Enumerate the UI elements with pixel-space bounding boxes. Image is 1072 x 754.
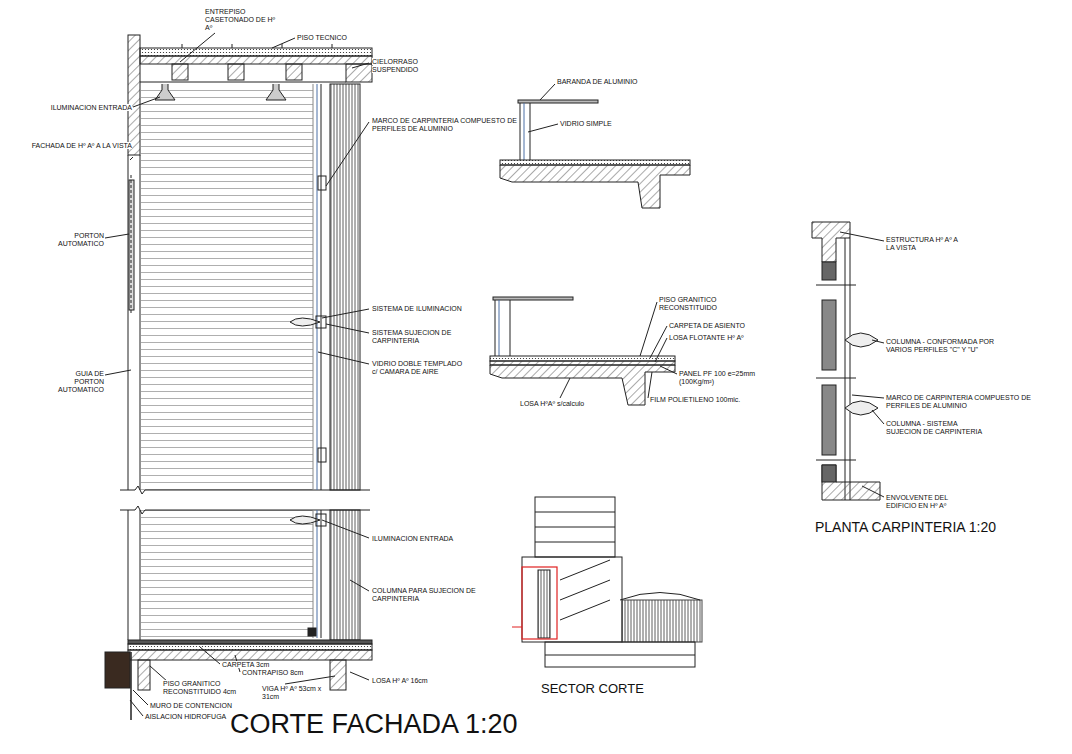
label-text: COLUMNA - SISTEMA SUJECION DE CARPINTERI…: [886, 420, 982, 435]
callout-label: SISTEMA SUJECION DE CARPINTERIA: [372, 329, 462, 345]
callout-label: ILUMINACION ENTRADA: [22, 104, 132, 112]
label-text: VIDRIO DOBLE TEMPLADO c/ CAMARA DE AIRE: [372, 360, 462, 375]
callout-label: COLUMNA - SISTEMA SUJECION DE CARPINTERI…: [886, 420, 991, 436]
callout-label: CIELORRASO SUSPENDIDO: [372, 58, 432, 74]
view-title: SECTOR CORTE: [541, 681, 644, 696]
label-text: LOSA Hº Aº 16cm: [372, 677, 428, 684]
callout-label: COLUMNA - CONFORMADA POR VARIOS PERFILES…: [886, 338, 996, 354]
label-text: LOSA HºAº s/calculo: [520, 400, 584, 407]
label-text: COLUMNA PARA SUJECION DE CARPINTERIA: [372, 587, 476, 602]
callout-label: VIDRIO DOBLE TEMPLADO c/ CAMARA DE AIRE: [372, 360, 467, 376]
label-text: ILUMINACION ENTRADA: [51, 104, 132, 111]
callout-label: BARANDA DE ALUMINIO: [557, 78, 638, 86]
callout-label: LOSA HºAº s/calculo: [520, 400, 584, 408]
label-text: VIDRIO SIMPLE: [560, 120, 612, 127]
label-text: ILUMINACION ENTRADA: [372, 535, 453, 542]
label-text: ESTRUCTURA Hº Aº A LA VISTA: [886, 236, 958, 251]
label-text: MARCO DE CARPINTERIA COMPUESTO DE PERFIL…: [372, 117, 517, 132]
label-text: PLANTA CARPINTERIA 1:20: [815, 519, 996, 535]
callout-label: VIDRIO SIMPLE: [560, 120, 612, 128]
callout-label: PORTON AUTOMATICO: [56, 232, 104, 248]
label-text: SECTOR CORTE: [541, 681, 644, 696]
callout-label: CONTRAPISO 8cm: [242, 669, 303, 677]
label-text: LOSA FLOTANTE Hº Aº: [669, 334, 744, 341]
callout-label: LOSA Hº Aº 16cm: [372, 677, 428, 685]
label-text: CARPETA 3cm: [222, 661, 269, 668]
callout-label: MARCO DE CARPINTERIA COMPUESTO DE PERFIL…: [372, 117, 522, 133]
callout-label: LOSA FLOTANTE Hº Aº: [669, 334, 744, 342]
label-text: BARANDA DE ALUMINIO: [557, 78, 638, 85]
callout-label: ENVOLVENTE DEL EDIFICIO EN Hº Aº: [886, 494, 961, 510]
callout-label: ILUMINACION ENTRADA: [372, 535, 453, 543]
label-text: MARCO DE CARPINTERIA COMPUESTO DE PERFIL…: [886, 394, 1031, 409]
label-text: PANEL PF 100 e=25mm (100Kg/m²): [679, 370, 755, 385]
callout-label: ESTRUCTURA Hº Aº A LA VISTA: [886, 236, 961, 252]
callout-label: PANEL PF 100 e=25mm (100Kg/m²): [679, 370, 764, 386]
label-text: MURO DE CONTENCION: [150, 702, 232, 709]
label-text: PISO GRANITICO RECONSTITUIDO: [659, 296, 717, 311]
label-text: CONTRAPISO 8cm: [242, 669, 303, 676]
callout-label: PISO TECNICO: [297, 34, 347, 42]
view-title: PLANTA CARPINTERIA 1:20: [815, 519, 996, 535]
callout-label: MARCO DE CARPINTERIA COMPUESTO DE PERFIL…: [886, 394, 1036, 410]
label-text: COLUMNA - CONFORMADA POR VARIOS PERFILES…: [886, 338, 994, 353]
label-text: CIELORRASO SUSPENDIDO: [372, 58, 418, 73]
label-text: SISTEMA DE ILUMINACION: [372, 305, 462, 312]
label-text: FACHADA DE Hº Aº A LA VISTA: [32, 142, 132, 149]
callout-label: ENTREPISO CASETONADO DE Hº Aº: [205, 8, 277, 32]
callout-label: CARPETA DE ASIENTO: [669, 322, 745, 330]
callout-label: AISLACION HIDROFUGA: [145, 713, 226, 721]
callout-label: CARPETA 3cm: [222, 661, 269, 669]
label-text: FILM POLIETILENO 100mic.: [650, 396, 740, 403]
callout-label: COLUMNA PARA SUJECION DE CARPINTERIA: [372, 587, 477, 603]
label-text: PORTON AUTOMATICO: [58, 232, 104, 247]
callout-label: VIGA Hº Aº 53cm x 31cm: [262, 685, 332, 701]
callout-label: GUIA DE PORTON AUTOMATICO: [44, 370, 104, 394]
label-text: PISO GRANITICO RECONSTITUIDO 4cm: [163, 680, 236, 695]
callout-label: FACHADA DE Hº Aº A LA VISTA: [22, 142, 132, 150]
callout-label: MURO DE CONTENCION: [150, 702, 232, 710]
label-text: ENTREPISO CASETONADO DE Hº Aº: [205, 8, 275, 31]
label-text: PISO TECNICO: [297, 34, 347, 41]
callout-label: PISO GRANITICO RECONSTITUIDO 4cm: [163, 680, 238, 696]
label-text: GUIA DE PORTON AUTOMATICO: [58, 370, 104, 393]
callout-label: FILM POLIETILENO 100mic.: [650, 396, 740, 404]
label-text: ENVOLVENTE DEL EDIFICIO EN Hº Aº: [886, 494, 948, 509]
drawing-title: CORTE FACHADA 1:20: [230, 708, 518, 740]
label-text: CARPETA DE ASIENTO: [669, 322, 745, 329]
callout-label: SISTEMA DE ILUMINACION: [372, 305, 462, 313]
callout-label: PISO GRANITICO RECONSTITUIDO: [659, 296, 739, 312]
label-text: SISTEMA SUJECION DE CARPINTERIA: [372, 329, 451, 344]
label-text: VIGA Hº Aº 53cm x 31cm: [262, 685, 321, 700]
label-text: AISLACION HIDROFUGA: [145, 713, 226, 720]
